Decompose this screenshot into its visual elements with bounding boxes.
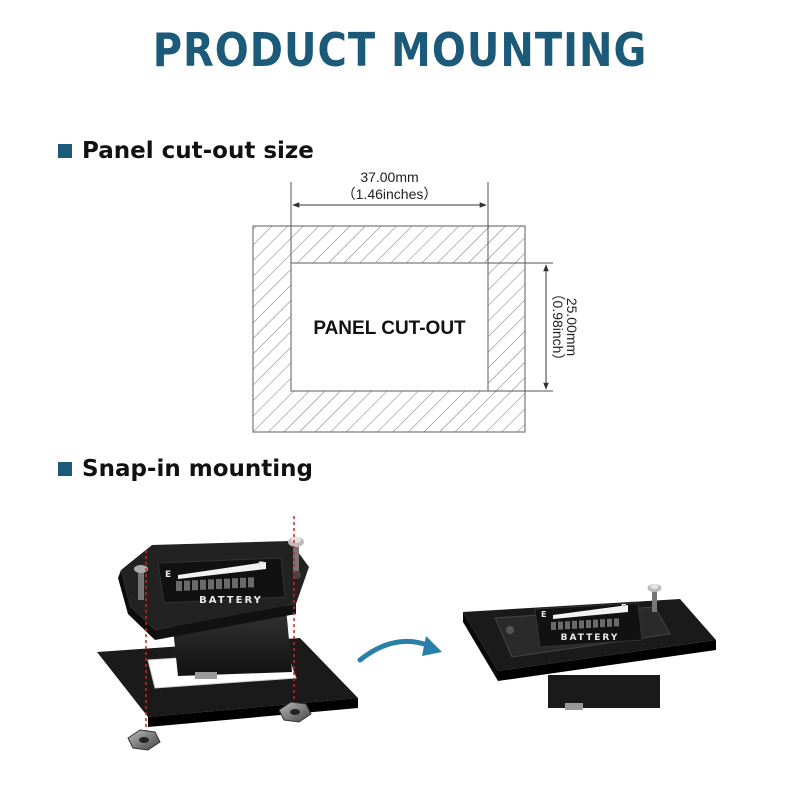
cutout-label: PANEL CUT-OUT [313, 318, 466, 339]
height-inch-label: （0.98inch） [550, 287, 566, 368]
gauge-bezel-edge [155, 604, 296, 640]
screw-hole [506, 626, 514, 634]
curved-arrow-icon [357, 636, 442, 663]
width-inch-label: （1.46inches） [342, 186, 438, 202]
gauge-battery-label: BATTERY [561, 633, 620, 643]
hex-nut-left [127, 729, 161, 751]
section-panel-cutout-size: Panel cut-out size [58, 138, 314, 164]
screw-hole [293, 571, 301, 579]
screw-left [134, 565, 148, 600]
gauge-battery-label: BATTERY [199, 595, 263, 606]
hex-nut-right [278, 701, 312, 723]
gauge-empty-label: E [165, 570, 171, 580]
mounting-panel-side [463, 612, 498, 681]
installed-mounting-illustration: E F BATTERY [463, 584, 716, 710]
gauge-terminal [565, 703, 583, 710]
page-title: PRODUCT MOUNTING [152, 24, 648, 78]
square-bullet-icon [58, 462, 72, 476]
gauge-scale-wedge [553, 605, 628, 619]
section-label: Panel cut-out size [82, 138, 314, 164]
exploded-mounting-illustration: E F BATTERY [97, 516, 358, 751]
gauge-empty-label: E [541, 610, 546, 619]
gauge-full-label: F [258, 561, 264, 571]
mounting-panel-edge [498, 640, 716, 681]
cutout-opening [290, 262, 489, 392]
gauge-led-bar [176, 577, 254, 591]
gauge-terminal [195, 672, 217, 679]
gauge-rear-housing [548, 675, 660, 708]
section-snap-in-mounting: Snap-in mounting [58, 456, 313, 482]
width-mm-label: 37.00mm [360, 169, 418, 185]
panel-cutout-diagram: PANEL CUT-OUT 37.00mm （1.46inches） 25.00… [252, 169, 580, 433]
square-bullet-icon [58, 144, 72, 158]
gauge-full-label: F [621, 603, 626, 612]
section-label: Snap-in mounting [82, 456, 313, 482]
gauge-led-bar [551, 618, 619, 630]
height-mm-label: 25.00mm [564, 298, 580, 356]
gauge-scale-wedge [178, 562, 266, 579]
screw-right [647, 584, 662, 612]
